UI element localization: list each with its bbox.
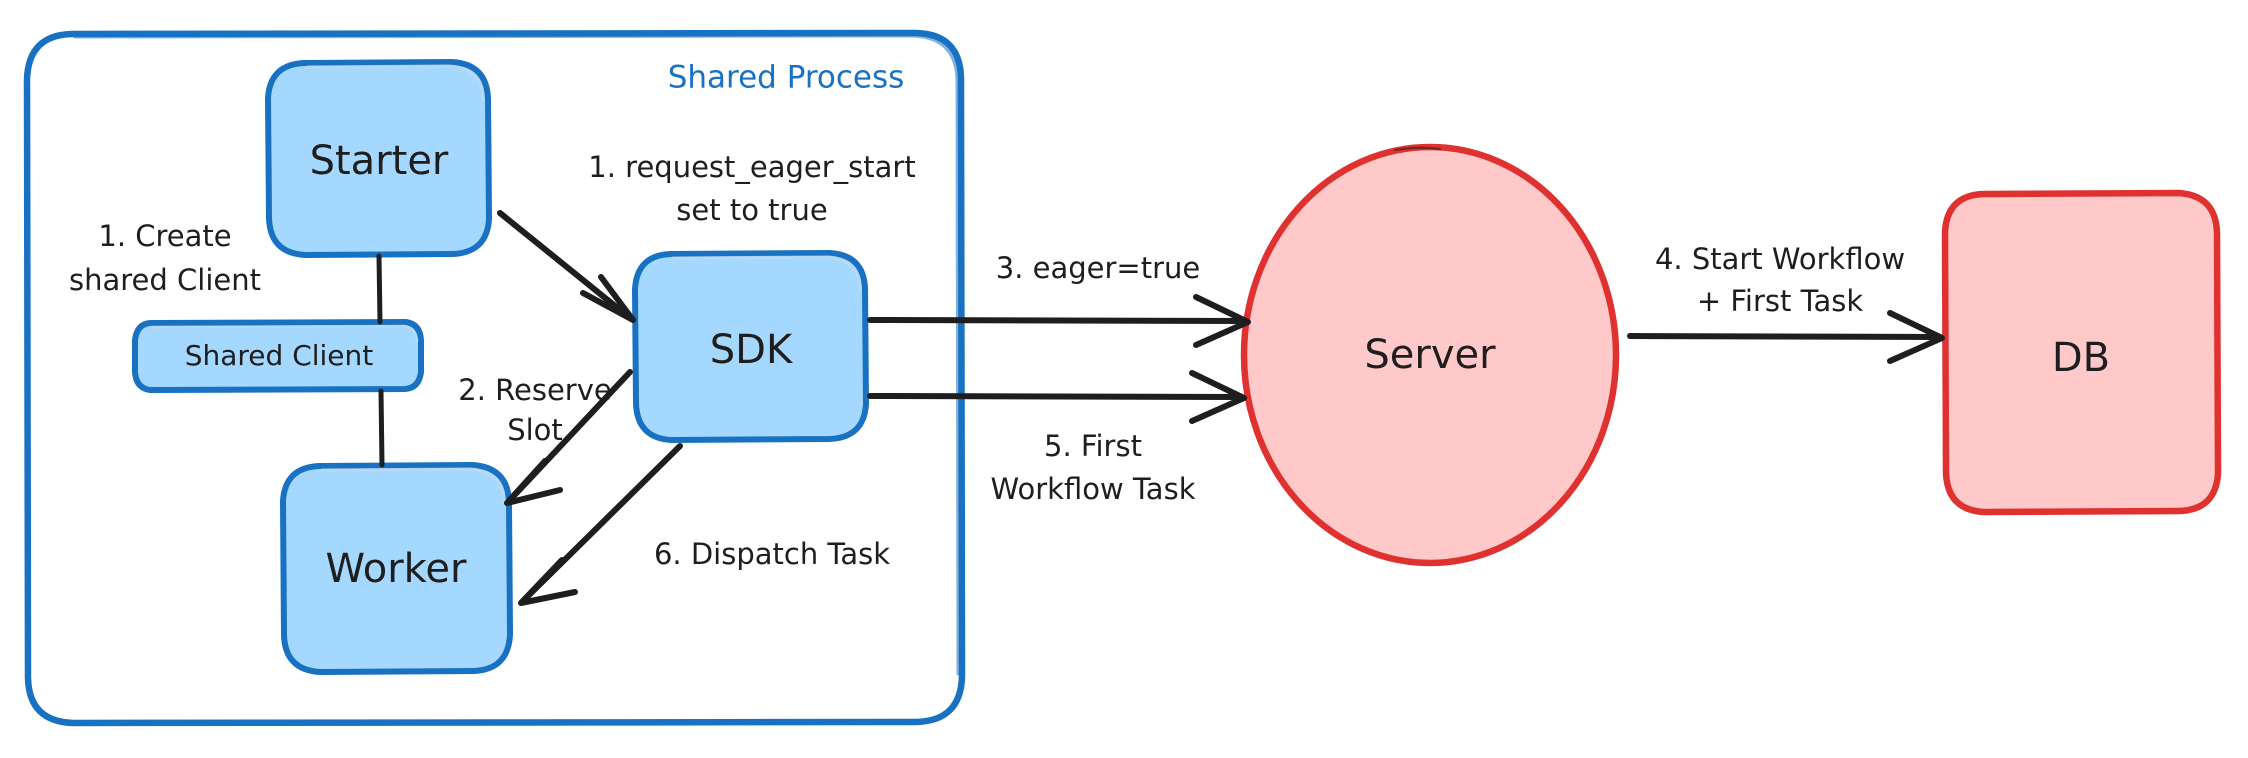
label-start-workflow: 4. Start Workflow + First Task [1655, 242, 1905, 318]
edge-line-starter-shared-client [376, 253, 383, 325]
label-start-workflow-line1: 4. Start Workflow [1655, 242, 1905, 276]
edge-line-sdk-server-first-task [867, 393, 1242, 400]
shared-process-label: Shared Process [668, 60, 905, 96]
node-worker[interactable]: Worker [280, 462, 513, 675]
label-reserve-slot-line1: 2. Reserve [458, 373, 611, 407]
edge-server-to-db [1627, 310, 1945, 364]
edge-starter-to-sdk [497, 210, 636, 323]
arrowhead-sdk-worker-reserve [504, 458, 563, 506]
label-first-workflow-task-line1: 5. First [1044, 429, 1142, 463]
sdk-shape [632, 250, 869, 443]
server-label: Server [1364, 332, 1496, 378]
worker-label: Worker [326, 546, 467, 592]
label-eager-true: 3. eager=true [996, 251, 1201, 285]
shared-process-border [23, 29, 966, 727]
arrowhead-starter-sdk [580, 274, 636, 323]
label-create-shared-client-line2: shared Client [69, 263, 261, 297]
server-sketch-mark [1393, 146, 1442, 152]
edge-sdk-to-server-first-task [867, 370, 1247, 424]
node-sdk[interactable]: SDK [632, 250, 869, 443]
edge-line-server-db [1627, 333, 1941, 340]
label-dispatch-task-line1: 6. Dispatch Task [654, 537, 890, 571]
node-starter[interactable]: Starter [265, 59, 492, 258]
label-first-workflow-task: 5. First Workflow Task [991, 429, 1196, 506]
node-db[interactable]: DB [1941, 189, 2222, 516]
edge-shared-client-to-worker [378, 388, 385, 468]
starter-shape [265, 59, 492, 258]
node-server[interactable]: Server [1240, 143, 1620, 567]
shared-client-shape [132, 319, 424, 393]
worker-highlight [320, 467, 506, 505]
label-first-workflow-task-line2: Workflow Task [991, 472, 1196, 506]
worker-shape [280, 462, 513, 675]
label-request-eager-start-line1: 1. request_eager_start [588, 150, 915, 184]
db-label: DB [2052, 335, 2110, 381]
sdk-highlight [671, 255, 862, 292]
arrowhead-sdk-server-first-task [1189, 370, 1247, 424]
starter-highlight [306, 64, 485, 102]
edge-sdk-to-worker-dispatch [518, 443, 683, 606]
arrowhead-sdk-server-eager [1193, 294, 1251, 348]
shared-process-border-sketch [73, 34, 960, 676]
shared-client-label: Shared Client [185, 339, 374, 372]
shared-client-highlight [150, 324, 419, 343]
starter-label: Starter [310, 138, 449, 184]
edge-starter-to-shared-client [376, 253, 383, 325]
label-start-workflow-line2: + First Task [1697, 284, 1864, 318]
edge-sdk-to-worker-reserve [504, 369, 633, 506]
label-reserve-slot: 2. Reserve Slot [458, 373, 611, 447]
shared-process-container: Shared Process [23, 29, 966, 727]
edge-line-starter-sdk [497, 210, 633, 321]
edge-line-sdk-server-eager [867, 317, 1246, 324]
label-request-eager-start-line2: set to true [676, 193, 827, 227]
edge-sdk-to-server-eager [867, 294, 1251, 348]
sdk-label: SDK [710, 327, 794, 373]
arrowhead-server-db [1887, 310, 1945, 364]
label-request-eager-start: 1. request_eager_start set to true [588, 150, 915, 227]
label-create-shared-client-line1: 1. Create [98, 219, 231, 253]
label-create-shared-client: 1. Create shared Client [69, 219, 261, 297]
edge-line-shared-client-worker [378, 388, 385, 468]
node-shared-client[interactable]: Shared Client [132, 319, 424, 393]
arrowhead-sdk-worker-dispatch [518, 557, 578, 606]
label-dispatch-task: 6. Dispatch Task [654, 537, 890, 571]
label-reserve-slot-line2: Slot [507, 413, 563, 447]
label-eager-true-line1: 3. eager=true [996, 251, 1201, 285]
db-shape [1941, 189, 2222, 516]
